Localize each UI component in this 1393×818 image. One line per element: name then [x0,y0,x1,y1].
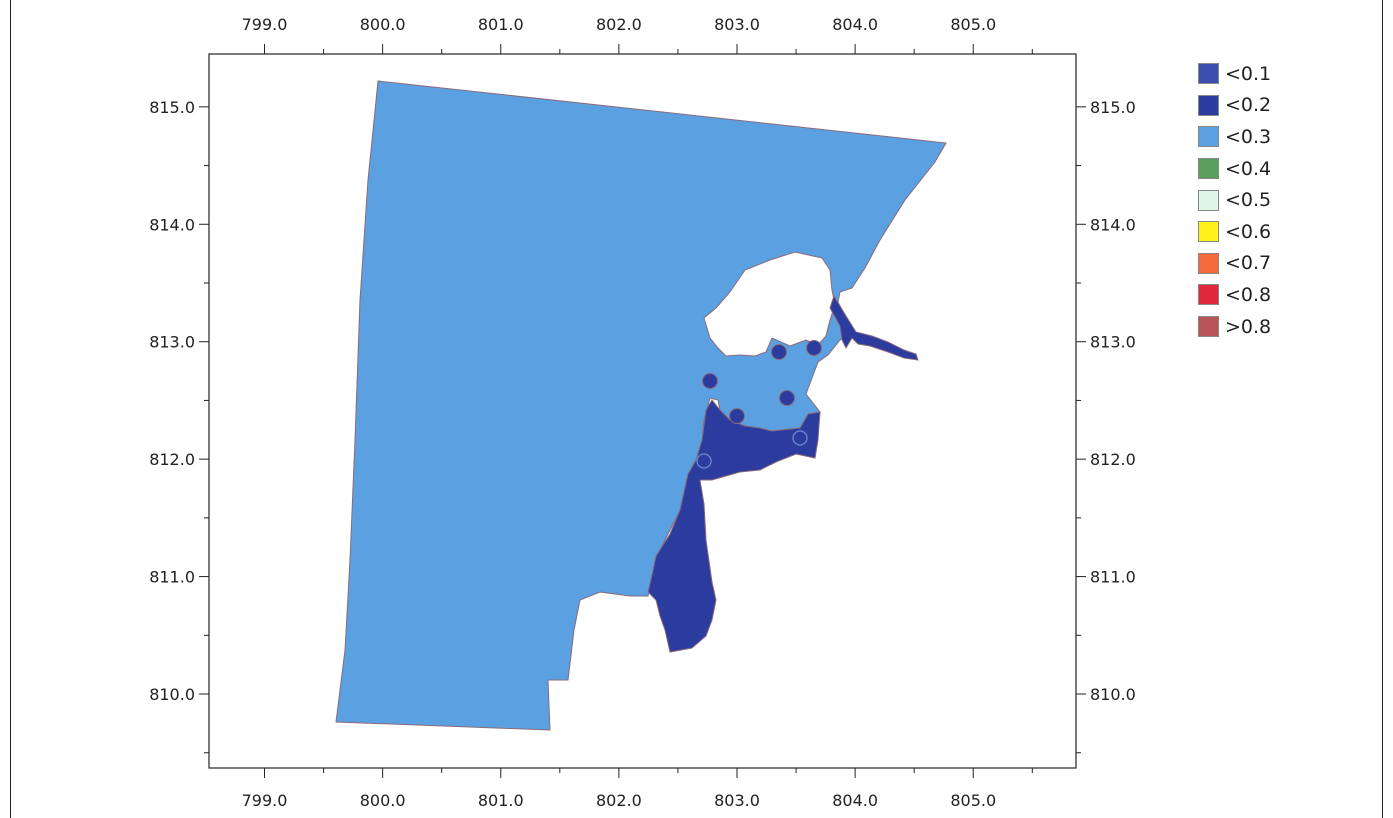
x-tick-label: 801.0 [478,15,524,34]
legend-label: <0.5 [1225,189,1272,212]
y-tick-label: 812.0 [1090,450,1136,469]
legend-item: <0.6 [1198,216,1318,248]
x-tick-label: 803.0 [714,791,760,810]
site-marker [729,408,745,424]
site-marker [702,373,718,389]
plot-frame [208,53,1077,769]
legend-item: <0.8 [1198,279,1318,311]
legend-item: <0.2 [1198,90,1318,122]
site-marker [779,390,795,406]
x-tick-label: 805.0 [950,15,996,34]
y-tick-label: 810.0 [149,685,195,704]
legend-swatch [1198,94,1219,116]
y-tick-label: 813.0 [1090,333,1136,352]
legend-swatch [1198,252,1219,274]
zone-lt-0.2-coast [647,399,821,653]
page-frame [10,0,1383,818]
site-marker [696,453,712,469]
y-tick-label: 810.0 [1090,685,1136,704]
legend-label: <0.7 [1225,252,1272,275]
y-tick-label: 814.0 [1090,215,1136,234]
site-marker [792,430,808,446]
legend-label: <0.4 [1225,157,1272,180]
x-tick-label: 799.0 [242,791,288,810]
legend-item: <0.4 [1198,153,1318,185]
y-tick-label: 814.0 [149,215,195,234]
y-tick-label: 811.0 [149,568,195,587]
x-tick-label: 800.0 [360,791,406,810]
legend-swatch [1198,189,1219,211]
y-tick-label: 812.0 [149,450,195,469]
y-tick-label: 811.0 [1090,568,1136,587]
map-axes: 799.0 799.0 800.0 800.0 801.0 801.0 802.0 802.0… [149,15,1136,810]
x-tick-label: 803.0 [714,15,760,34]
site-marker [806,340,822,356]
map-zones [335,80,947,731]
y-tick-label: 815.0 [149,98,195,117]
y-tick-label: 815.0 [1090,98,1136,117]
legend-swatch [1198,126,1219,148]
legend-swatch [1198,221,1219,243]
legend-swatch [1198,284,1219,306]
legend-label: <0.8 [1225,283,1272,306]
x-tick-label: 804.0 [832,791,878,810]
x-tick-label: 805.0 [950,791,996,810]
zone-lt-0.2-river [829,294,919,361]
legend-item: <0.1 [1198,58,1318,90]
legend-label: <0.3 [1225,125,1272,148]
legend: <0.1 <0.2 <0.3 <0.4 <0.5 <0.6 <0.7 <0.8 >0.8 [1198,58,1318,342]
x-tick-label: 800.0 [360,15,406,34]
x-tick-label: 802.0 [596,791,642,810]
y-tick-label: 813.0 [149,333,195,352]
site-marker [771,344,787,360]
x-tick-label: 799.0 [242,15,288,34]
x-tick-label: 801.0 [478,791,524,810]
legend-label: <0.2 [1225,94,1272,117]
x-tick-label: 802.0 [596,15,642,34]
legend-label: <0.1 [1225,62,1272,85]
legend-item: <0.5 [1198,184,1318,216]
legend-item: <0.3 [1198,121,1318,153]
legend-item: <0.7 [1198,248,1318,280]
x-tick-label: 804.0 [832,15,878,34]
legend-label: <0.6 [1225,220,1272,243]
legend-swatch [1198,63,1219,85]
zone-lt-0.3 [335,80,947,731]
legend-label: >0.8 [1225,315,1272,338]
legend-swatch [1198,158,1219,180]
legend-swatch [1198,316,1219,338]
legend-item: >0.8 [1198,311,1318,343]
